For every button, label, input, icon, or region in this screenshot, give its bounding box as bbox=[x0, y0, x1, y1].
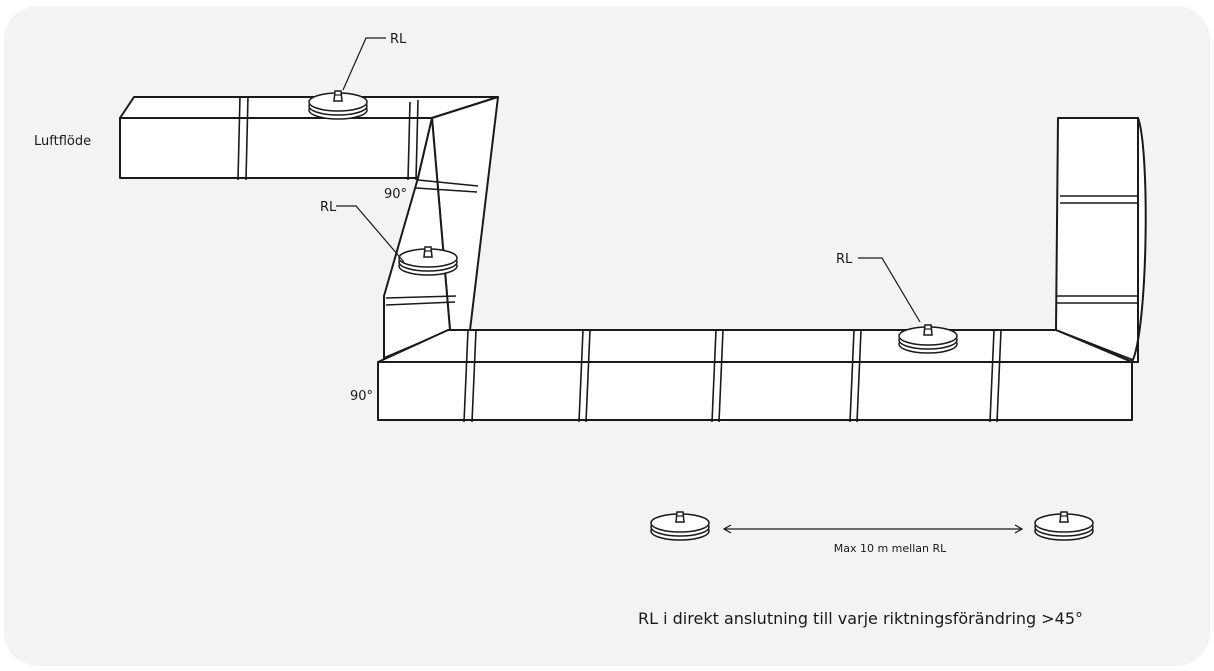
angle-label-lower: 90° bbox=[350, 389, 373, 404]
rl-label-top: RL bbox=[390, 32, 407, 47]
distance-label: Max 10 m mellan RL bbox=[834, 542, 947, 555]
rl-hatch-bottom bbox=[898, 324, 958, 354]
duct-segment-bottom bbox=[377, 329, 1133, 423]
caption: RL i direkt anslutning till varje riktni… bbox=[638, 609, 1083, 628]
rl-leader-top bbox=[342, 37, 386, 91]
rl-hatch-top bbox=[308, 90, 368, 120]
rl-label-bottom: RL bbox=[836, 252, 853, 267]
angle-label-upper: 90° bbox=[384, 187, 407, 202]
rl-leader-diagonal bbox=[336, 205, 405, 263]
rl-label-diagonal: RL bbox=[320, 200, 337, 215]
duct-segment-right bbox=[1055, 117, 1147, 363]
distance-arrow bbox=[722, 524, 1024, 534]
rl-hatch-legend-right bbox=[1034, 511, 1094, 541]
airflow-label: Luftflöde bbox=[34, 134, 91, 149]
rl-leader-bottom bbox=[858, 257, 921, 323]
rl-hatch-legend-left bbox=[650, 511, 710, 541]
rl-hatch-diagonal bbox=[398, 246, 458, 276]
